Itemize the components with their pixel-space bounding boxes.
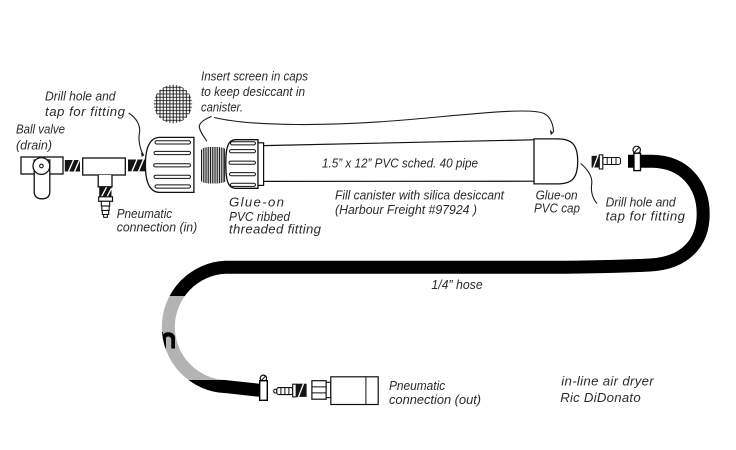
svg-text:PVC ribbed: PVC ribbed — [229, 209, 291, 224]
svg-text:Insert screen in caps: Insert screen in caps — [201, 69, 308, 84]
svg-text:tap for fitting: tap for fitting — [606, 208, 686, 223]
svg-text:canister.: canister. — [201, 100, 243, 115]
svg-text:1/4” hose: 1/4” hose — [431, 277, 482, 292]
svg-text:Ball valve: Ball valve — [16, 122, 65, 137]
svg-text:to keep desiccant in: to keep desiccant in — [201, 84, 305, 99]
svg-text:Drill hole and: Drill hole and — [606, 194, 677, 209]
svg-text:(Harbour Freight #97924 ): (Harbour Freight #97924 ) — [335, 202, 477, 217]
svg-text:(drain): (drain) — [16, 138, 52, 153]
svg-text:1.5” x 12” PVC sched. 40 pipe: 1.5” x 12” PVC sched. 40 pipe — [322, 155, 478, 170]
svg-text:connection (in): connection (in) — [117, 220, 198, 235]
svg-text:connection (out): connection (out) — [389, 392, 481, 407]
svg-text:Ric DiDonato: Ric DiDonato — [560, 390, 641, 405]
svg-text:Fill canister with silica desi: Fill canister with silica desiccant — [335, 187, 505, 202]
svg-text:Pneumatic: Pneumatic — [117, 206, 173, 221]
svg-text:tap for fitting: tap for fitting — [45, 104, 126, 119]
svg-text:in-line air dryer: in-line air dryer — [561, 373, 654, 388]
svg-text:threaded fitting: threaded fitting — [229, 222, 322, 237]
svg-text:Glue-on: Glue-on — [536, 187, 578, 202]
svg-text:Glue-on: Glue-on — [229, 194, 284, 209]
svg-text:Pneumatic: Pneumatic — [389, 378, 446, 393]
svg-text:PVC cap: PVC cap — [534, 200, 580, 215]
svg-text:Drill hole and: Drill hole and — [45, 89, 116, 104]
